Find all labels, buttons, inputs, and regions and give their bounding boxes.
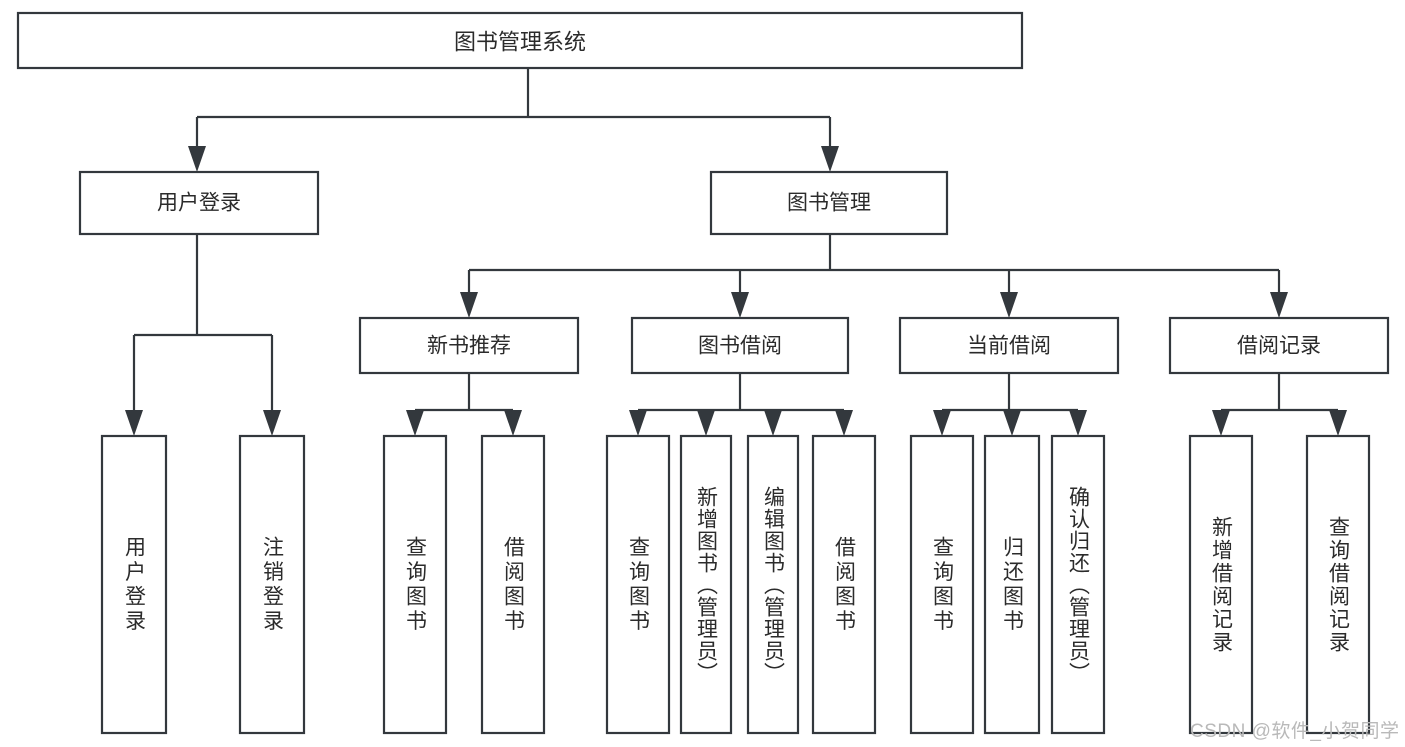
leaf-box-layer xyxy=(100,434,1371,735)
arrow-head-bb-child-3 xyxy=(764,410,782,436)
arrow-head-book-manage xyxy=(821,146,839,172)
arrow-head-nbr-child-2 xyxy=(504,410,522,436)
arrow-head-bb-child-2 xyxy=(697,410,715,436)
arrow-head-cb-child-1 xyxy=(933,410,951,436)
arrow-head-cb-child-2 xyxy=(1003,410,1021,436)
leaf-box-return-book[interactable] xyxy=(983,434,1041,735)
new-book-recommend-label: 新书推荐 xyxy=(427,335,511,358)
node-current-borrow[interactable]: 当前借阅 xyxy=(898,316,1120,375)
borrow-record-label: 借阅记录 xyxy=(1237,335,1321,358)
arrow-head-book-borrow xyxy=(731,292,749,318)
connector-layer xyxy=(125,68,1347,436)
root-label: 图书管理系统 xyxy=(454,30,586,55)
arrow-head-borrow-record xyxy=(1270,292,1288,318)
node-borrow-record[interactable]: 借阅记录 xyxy=(1168,316,1390,375)
book-manage-box[interactable] xyxy=(709,170,949,236)
borrow-record-box[interactable] xyxy=(1168,316,1390,375)
leaf-box-query-book-3[interactable] xyxy=(909,434,975,735)
arrow-head-br-child-1 xyxy=(1212,410,1230,436)
arrow-head-bb-child-4 xyxy=(835,410,853,436)
arrow-head-user-login xyxy=(188,146,206,172)
current-borrow-label: 当前借阅 xyxy=(967,335,1051,358)
arrow-head-nbr-child-1 xyxy=(406,410,424,436)
book-borrow-label: 图书借阅 xyxy=(698,335,782,358)
current-borrow-box[interactable] xyxy=(898,316,1120,375)
arrow-head-bb-child-1 xyxy=(629,410,647,436)
root-box[interactable] xyxy=(16,11,1024,70)
node-book-borrow[interactable]: 图书借阅 xyxy=(630,316,850,375)
arrow-head-leaf-logout xyxy=(263,410,281,436)
leaf-box-borrow-book-1[interactable] xyxy=(480,434,546,735)
arrow-head-leaf-user-login xyxy=(125,410,143,436)
arrow-head-br-child-2 xyxy=(1329,410,1347,436)
leaf-box-user-login[interactable] xyxy=(100,434,168,735)
node-book-manage[interactable]: 图书管理 xyxy=(709,170,949,236)
leaf-box-query-book-2[interactable] xyxy=(605,434,671,735)
new-book-recommend-box[interactable] xyxy=(358,316,580,375)
leaf-box-add-record[interactable] xyxy=(1188,434,1254,735)
leaf-box-confirm-return[interactable] xyxy=(1050,434,1106,735)
book-borrow-box[interactable] xyxy=(630,316,850,375)
arrow-head-new-book-rec xyxy=(460,292,478,318)
user-login-box[interactable] xyxy=(78,170,320,236)
leaf-box-borrow-book-2[interactable] xyxy=(811,434,877,735)
csdn-watermark: CSDN @软件_小贺同学 xyxy=(1190,721,1400,742)
node-new-book-recommend[interactable]: 新书推荐 xyxy=(358,316,580,375)
node-user-login[interactable]: 用户登录 xyxy=(78,170,320,236)
leaf-box-query-record[interactable] xyxy=(1305,434,1371,735)
user-login-label: 用户登录 xyxy=(157,192,241,215)
leaf-box-add-book-admin[interactable] xyxy=(679,434,733,735)
leaf-box-query-book-1[interactable] xyxy=(382,434,448,735)
arrow-head-cb-child-3 xyxy=(1069,410,1087,436)
node-root[interactable]: 图书管理系统 xyxy=(16,11,1024,70)
book-manage-label: 图书管理 xyxy=(787,192,871,215)
arrow-head-current-borrow xyxy=(1000,292,1018,318)
leaf-box-edit-book-admin[interactable] xyxy=(746,434,800,735)
leaf-box-logout[interactable] xyxy=(238,434,306,735)
